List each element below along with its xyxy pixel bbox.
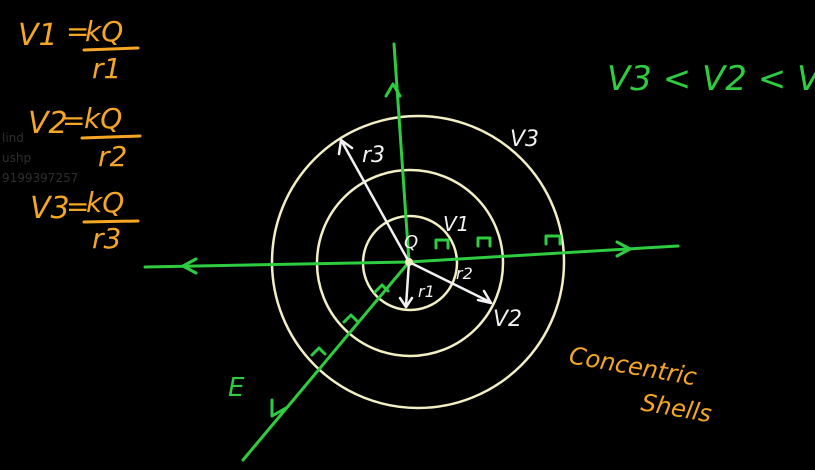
- caption-line-1: Concentric: [567, 341, 699, 391]
- formula-lhs: V1: [18, 18, 58, 53]
- fraction-bar: [82, 46, 140, 52]
- field-lines: [143, 42, 680, 462]
- formula-denominator: r1: [92, 52, 121, 85]
- radius-r1-label: r1: [418, 282, 435, 301]
- point-charge: [405, 258, 413, 266]
- formula-lhs: V3: [30, 191, 70, 226]
- formula-list: V1 = kQ r1 V2 = kQ r2 V3 = kQ r3: [18, 15, 142, 255]
- radius-r2-arrow: [407, 260, 492, 304]
- potential-v3-label: V3: [510, 127, 539, 152]
- field-line-left: [143, 260, 411, 269]
- formula-denominator: r2: [98, 140, 127, 173]
- formula-denominator: r3: [92, 222, 121, 255]
- equals-sign: =: [62, 104, 85, 137]
- radius-r1-arrow: [404, 260, 411, 308]
- potential-relation: V3 < V2 < V1: [607, 59, 815, 99]
- charge-label: Q: [404, 232, 418, 253]
- formula-numerator: kQ: [85, 15, 123, 48]
- radius-arrows: [337, 138, 493, 309]
- arrowhead-icon: [476, 289, 493, 305]
- right-angle-marker: [310, 346, 327, 357]
- outer-shell: [270, 114, 566, 410]
- formula-v2: V2 = kQ r2: [28, 102, 142, 173]
- radius-r2-label: r2: [456, 264, 473, 283]
- watermark: lind ushp 9199397257: [2, 131, 78, 185]
- field-line-down-left: [241, 260, 411, 462]
- watermark-line: 9199397257: [2, 171, 78, 185]
- caption-line-2: Shells: [639, 388, 714, 428]
- right-angle-marker: [434, 238, 450, 250]
- formula-v3: V3 = kQ r3: [30, 186, 140, 255]
- radius-r3-label: r3: [362, 143, 385, 168]
- arrowhead-icon: [398, 296, 414, 309]
- fraction-bar: [82, 219, 140, 224]
- right-angle-marker: [373, 283, 390, 294]
- arrowhead-icon: [181, 257, 198, 275]
- field-line-up: [392, 42, 411, 264]
- right-angle-marker: [476, 236, 492, 248]
- arrowhead-icon: [384, 82, 402, 98]
- caption: Concentric Shells: [567, 341, 714, 428]
- equals-sign: =: [66, 190, 89, 223]
- arrowhead-icon: [270, 398, 288, 418]
- right-angle-marker: [342, 313, 359, 324]
- radius-r3-arrow: [339, 138, 411, 264]
- arrowhead-icon: [337, 138, 354, 156]
- diagram-labels: r1 r2 r3 V1 V2 V3: [362, 127, 539, 332]
- watermark-line: lind: [2, 131, 24, 145]
- formula-lhs: V2: [28, 106, 68, 141]
- formula-v1: V1 = kQ r1: [18, 15, 140, 85]
- equals-sign: =: [66, 15, 89, 48]
- potential-v2-label: V2: [493, 307, 522, 332]
- fraction-bar: [80, 134, 142, 140]
- field-label: E: [228, 373, 245, 403]
- arrowhead-icon: [615, 240, 632, 258]
- field-line-right: [407, 244, 680, 264]
- formula-numerator: kQ: [86, 186, 124, 219]
- potential-v1-label: V1: [443, 212, 469, 236]
- right-angle-marker: [544, 234, 562, 246]
- formula-numerator: kQ: [84, 102, 122, 135]
- watermark-line: ushp: [2, 151, 31, 165]
